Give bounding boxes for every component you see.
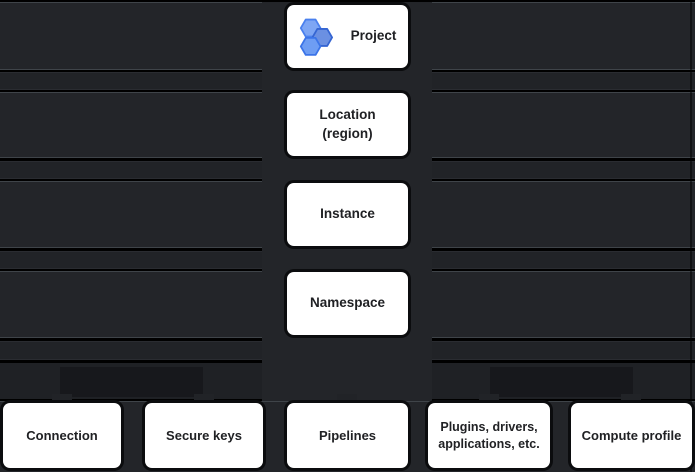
child-connector-tab (337, 394, 357, 403)
diagram-right-edge (690, 0, 692, 472)
child-connector-tab (621, 394, 641, 403)
node-namespace-label: Namespace (309, 295, 386, 311)
child-connector-tab (52, 394, 72, 403)
node-location-label: Location (region) (319, 107, 376, 141)
node-project-label: Project (350, 28, 397, 44)
connector-segment-left (60, 367, 203, 397)
node-location: Location (region) (287, 93, 408, 156)
node-instance-label: Instance (320, 206, 375, 222)
child-connector-tab (194, 394, 214, 403)
data-fusion-hexagons-icon (299, 18, 333, 56)
node-compute-profile: Compute profile (571, 403, 692, 468)
node-project: Project (287, 5, 408, 68)
node-instance: Instance (287, 183, 408, 246)
node-connection: Connection (3, 403, 121, 468)
node-compute-profile-label: Compute profile (581, 427, 682, 443)
node-secure-keys-label: Secure keys (166, 427, 242, 443)
node-secure-keys: Secure keys (145, 403, 263, 468)
node-pipelines-label: Pipelines (318, 427, 377, 443)
node-pipelines: Pipelines (287, 403, 408, 468)
node-namespace: Namespace (287, 272, 408, 335)
child-connector-tab (479, 394, 499, 403)
node-plugins-label: Plugins, drivers, applications, etc. (438, 419, 540, 451)
connector-segment-right (490, 367, 633, 397)
node-connection-label: Connection (26, 427, 98, 443)
node-plugins: Plugins, drivers, applications, etc. (428, 403, 550, 468)
